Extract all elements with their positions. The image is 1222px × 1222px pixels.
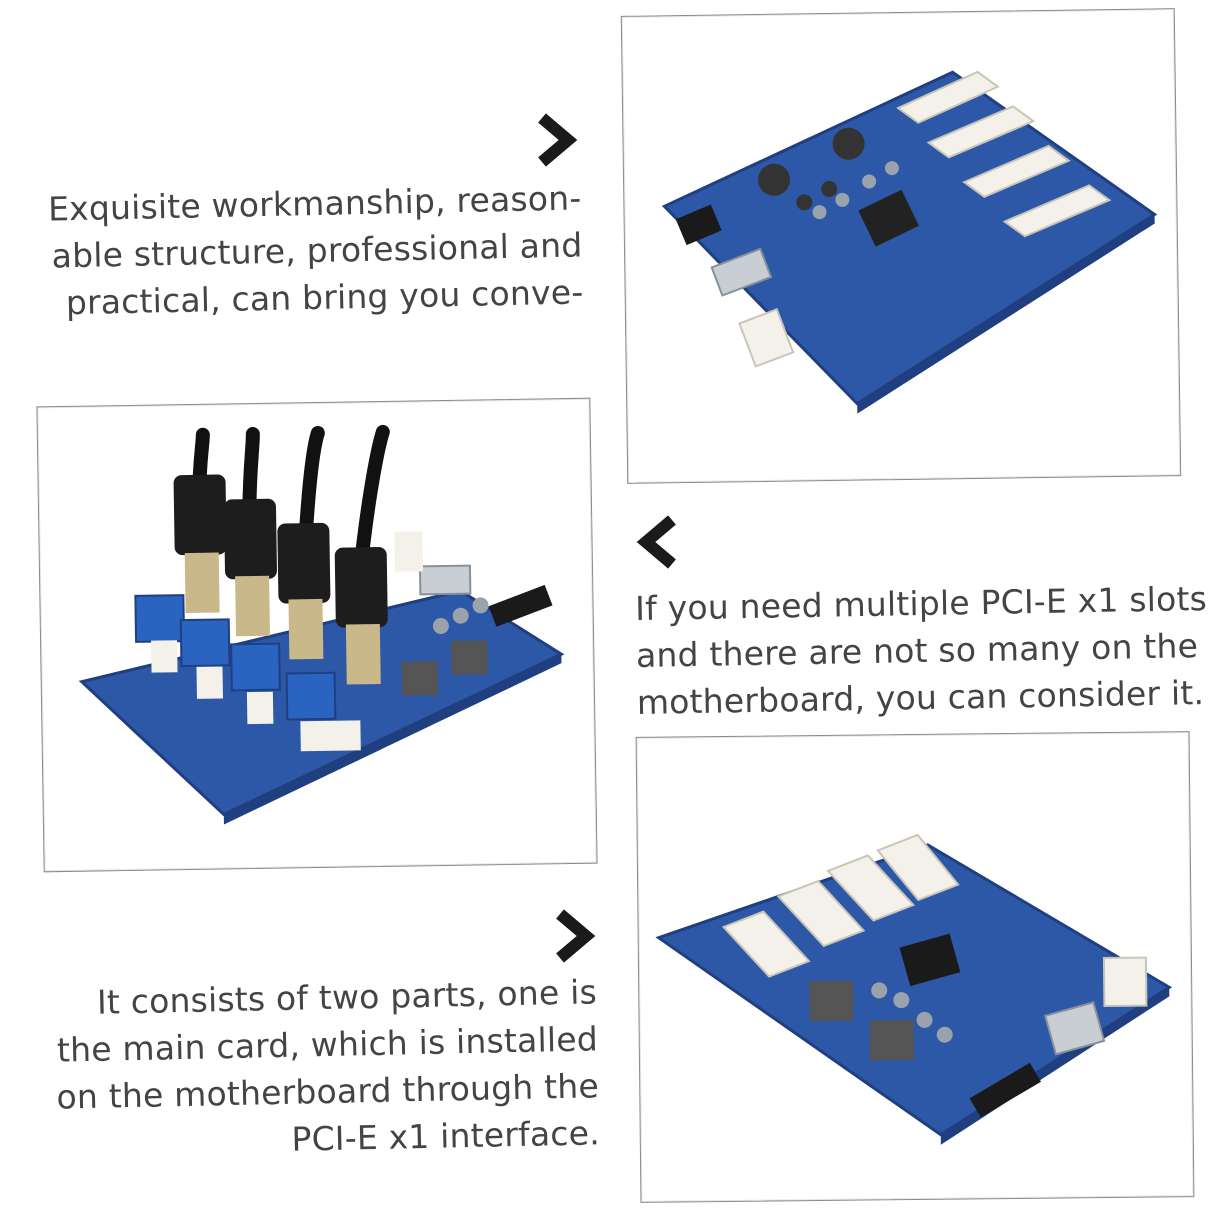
pcie-expansion-board-image-bottom [655,833,1173,1145]
product-photo-bottom [635,731,1195,1203]
product-photo-middle [36,397,598,873]
caption-workmanship: Exquisite workmanship, reason- able stru… [47,174,583,326]
caption-two-parts: It consists of two parts, one is the mai… [54,968,600,1167]
product-photo-top [620,8,1182,484]
caption-line: practical, can bring you conve- [65,272,584,323]
pcie-expansion-board-image-top [661,70,1158,414]
pcie-board-with-risers-image [78,424,565,825]
chevron-left-icon [630,514,686,570]
caption-multiple-slots: If you need multiple PCI-E x1 slots and … [635,575,1209,726]
caption-line: motherboard, you can consider it. [636,673,1205,722]
chevron-right-icon [546,908,602,964]
chevron-right-icon [528,112,584,168]
